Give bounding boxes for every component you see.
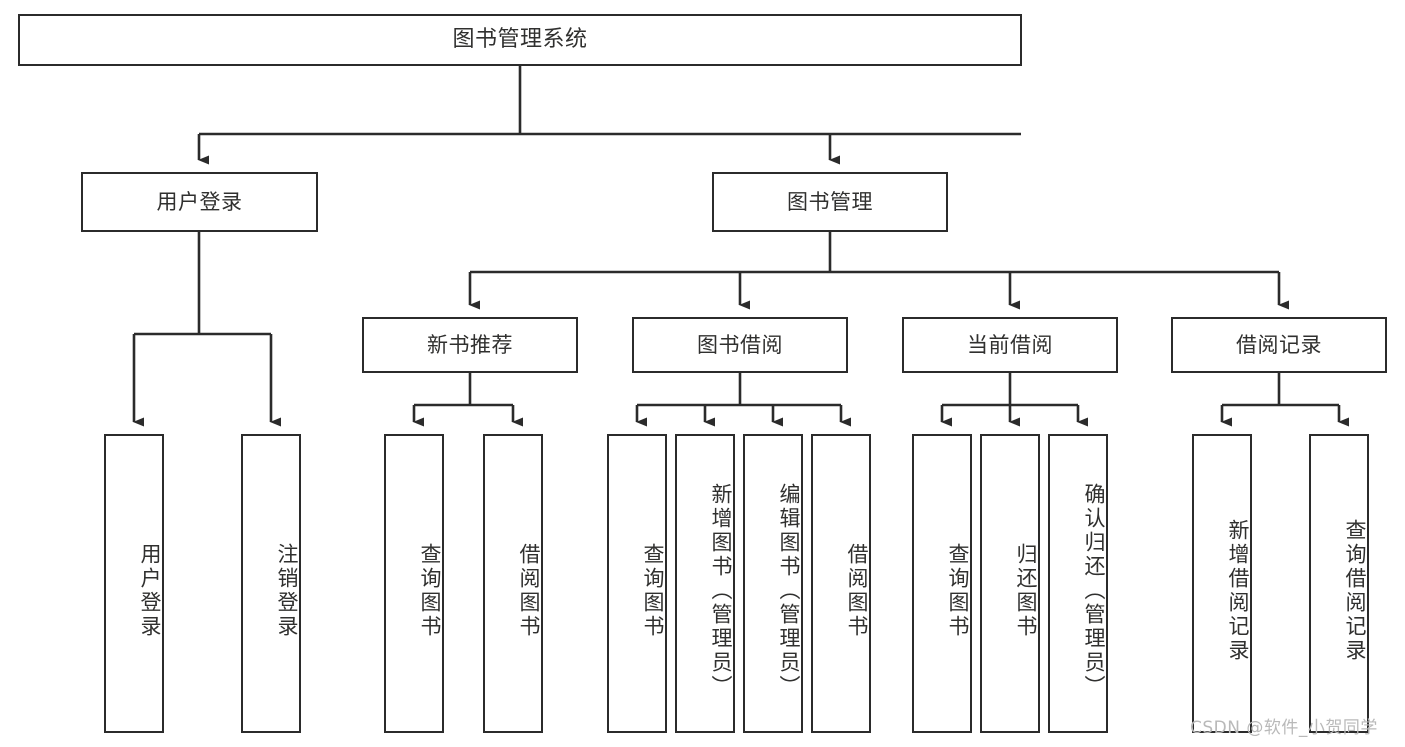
node-leaf-return-book[interactable]: 归还图书 [980,434,1040,733]
node-leaf-add-record[interactable]: 新增借阅记录 [1192,434,1252,733]
node-leaf-query-book-2[interactable]: 查询图书 [607,434,667,733]
node-book-manage-label: 图书管理 [787,189,873,214]
node-leaf-confirm-return[interactable]: 确认归还（管理员） [1048,434,1108,733]
node-leaf-query-book-2-label: 查询图书 [641,542,665,639]
node-leaf-edit-book[interactable]: 编辑图书（管理员） [743,434,803,733]
node-leaf-add-record-label: 新增借阅记录 [1226,518,1250,663]
node-leaf-borrow-book-2[interactable]: 借阅图书 [811,434,871,733]
node-book-manage[interactable]: 图书管理 [712,172,948,232]
node-user-login-label: 用户登录 [156,189,243,214]
node-leaf-query-book-3[interactable]: 查询图书 [912,434,972,733]
node-book-borrow-label: 图书借阅 [697,332,783,357]
node-new-book-recommend-label: 新书推荐 [427,332,513,357]
node-leaf-confirm-return-label: 确认归还（管理员） [1082,482,1106,699]
node-leaf-return-book-label: 归还图书 [1014,542,1038,639]
node-leaf-borrow-book-1[interactable]: 借阅图书 [483,434,543,733]
node-leaf-edit-book-label: 编辑图书（管理员） [777,482,801,699]
node-user-login[interactable]: 用户登录 [81,172,318,232]
node-book-borrow[interactable]: 图书借阅 [632,317,848,373]
node-leaf-query-book-1-label: 查询图书 [418,542,442,639]
node-leaf-query-book-3-label: 查询图书 [946,542,970,639]
node-current-borrow[interactable]: 当前借阅 [902,317,1118,373]
node-leaf-logout-login-label: 注销登录 [275,542,299,639]
node-leaf-add-book-label: 新增图书（管理员） [709,482,733,699]
node-leaf-add-book[interactable]: 新增图书（管理员） [675,434,735,733]
node-borrow-record[interactable]: 借阅记录 [1171,317,1387,373]
node-root[interactable]: 图书管理系统 [18,14,1022,66]
csdn-watermark: CSDN @软件_小贺同学 [1190,718,1378,738]
node-new-book-recommend[interactable]: 新书推荐 [362,317,578,373]
node-leaf-query-book-1[interactable]: 查询图书 [384,434,444,733]
node-leaf-user-login[interactable]: 用户登录 [104,434,164,733]
node-leaf-borrow-book-2-label: 借阅图书 [845,542,869,639]
node-leaf-query-record-label: 查询借阅记录 [1343,518,1367,663]
node-leaf-user-login-label: 用户登录 [138,542,162,639]
node-leaf-borrow-book-1-label: 借阅图书 [517,542,541,639]
node-leaf-logout-login[interactable]: 注销登录 [241,434,301,733]
node-leaf-query-record[interactable]: 查询借阅记录 [1309,434,1369,733]
node-root-label: 图书管理系统 [452,27,588,53]
node-current-borrow-label: 当前借阅 [967,332,1053,357]
node-borrow-record-label: 借阅记录 [1236,332,1322,357]
